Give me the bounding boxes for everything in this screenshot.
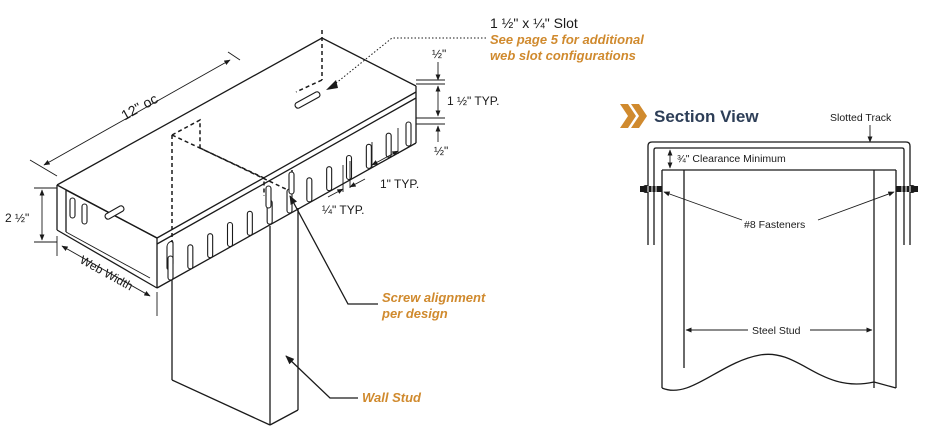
flange-slot xyxy=(167,255,174,281)
hidden-edge xyxy=(295,79,323,93)
height-dimension-label: 2 ½" xyxy=(5,211,29,225)
slot-note-line2: web slot configurations xyxy=(490,48,636,63)
dimension-12-oc xyxy=(29,51,241,177)
flange-slot xyxy=(385,132,392,158)
slot-note-line1: See page 5 for additional xyxy=(490,32,644,47)
flange-slot xyxy=(207,233,214,259)
steel-stud-label: Steel Stud xyxy=(752,325,801,337)
wall-stud-leader xyxy=(285,355,358,399)
steel-stud-shape xyxy=(661,169,897,391)
dimension-slot-width xyxy=(327,161,366,198)
flange-slot xyxy=(226,221,234,248)
wall-stud-label: Wall Stud xyxy=(362,390,422,405)
slot-size-label: 1 ½" x ¼" Slot xyxy=(490,15,578,31)
spacing-typical-label: 1" TYP. xyxy=(380,177,419,191)
dimension-height xyxy=(34,187,57,243)
track-inner xyxy=(653,147,905,245)
flange-slot xyxy=(365,143,372,169)
flange-slot xyxy=(405,121,412,147)
clearance-label: ¾" Clearance Minimum xyxy=(677,153,786,165)
fastener-left xyxy=(640,185,662,193)
slotted-track-shape xyxy=(56,37,417,289)
slotted-track-label: Slotted Track xyxy=(830,112,892,124)
width-typical-label: ¼" TYP. xyxy=(322,203,365,217)
half-top-label: ½" xyxy=(432,47,446,61)
end-slot xyxy=(69,197,76,219)
section-view-title: Section View xyxy=(654,107,759,126)
section-view: Section View Slotted Track ¾" Clearance … xyxy=(620,104,918,391)
screw-slot xyxy=(288,171,295,195)
flange-slot xyxy=(326,166,333,192)
flange-slot xyxy=(187,244,194,270)
half-bottom-label: ½" xyxy=(434,144,448,158)
fastener-leader-right xyxy=(817,191,895,221)
dimension-web-width xyxy=(56,236,158,316)
screw-slot xyxy=(265,185,272,209)
slot-callout-leader xyxy=(326,37,486,90)
fastener-leader-left xyxy=(663,191,743,221)
screw-leader xyxy=(289,195,378,305)
flange-slot xyxy=(246,210,253,236)
dimension-slot-height xyxy=(416,62,445,142)
fasteners-label: #8 Fasteners xyxy=(744,219,805,231)
chevron-right-icon xyxy=(620,104,647,128)
screw-alignment-line1: Screw alignment xyxy=(382,290,486,305)
fastener-right xyxy=(896,185,918,193)
track-outer xyxy=(647,141,911,245)
flange-slot xyxy=(306,177,313,203)
flange-slot-row xyxy=(167,121,412,281)
flange-slot xyxy=(345,154,353,181)
end-slot xyxy=(81,203,88,225)
screw-alignment-line2: per design xyxy=(381,306,448,321)
wall-stud-shape xyxy=(171,208,299,426)
isometric-track-drawing: 12" oc 2 ½" Web Width ½" 1 ½" TYP. ½" xyxy=(5,15,644,426)
slot-typical-label: 1 ½" TYP. xyxy=(447,94,500,108)
dimension-slot-spacing xyxy=(371,128,399,168)
oc-dimension-label: 12" oc xyxy=(118,90,160,123)
